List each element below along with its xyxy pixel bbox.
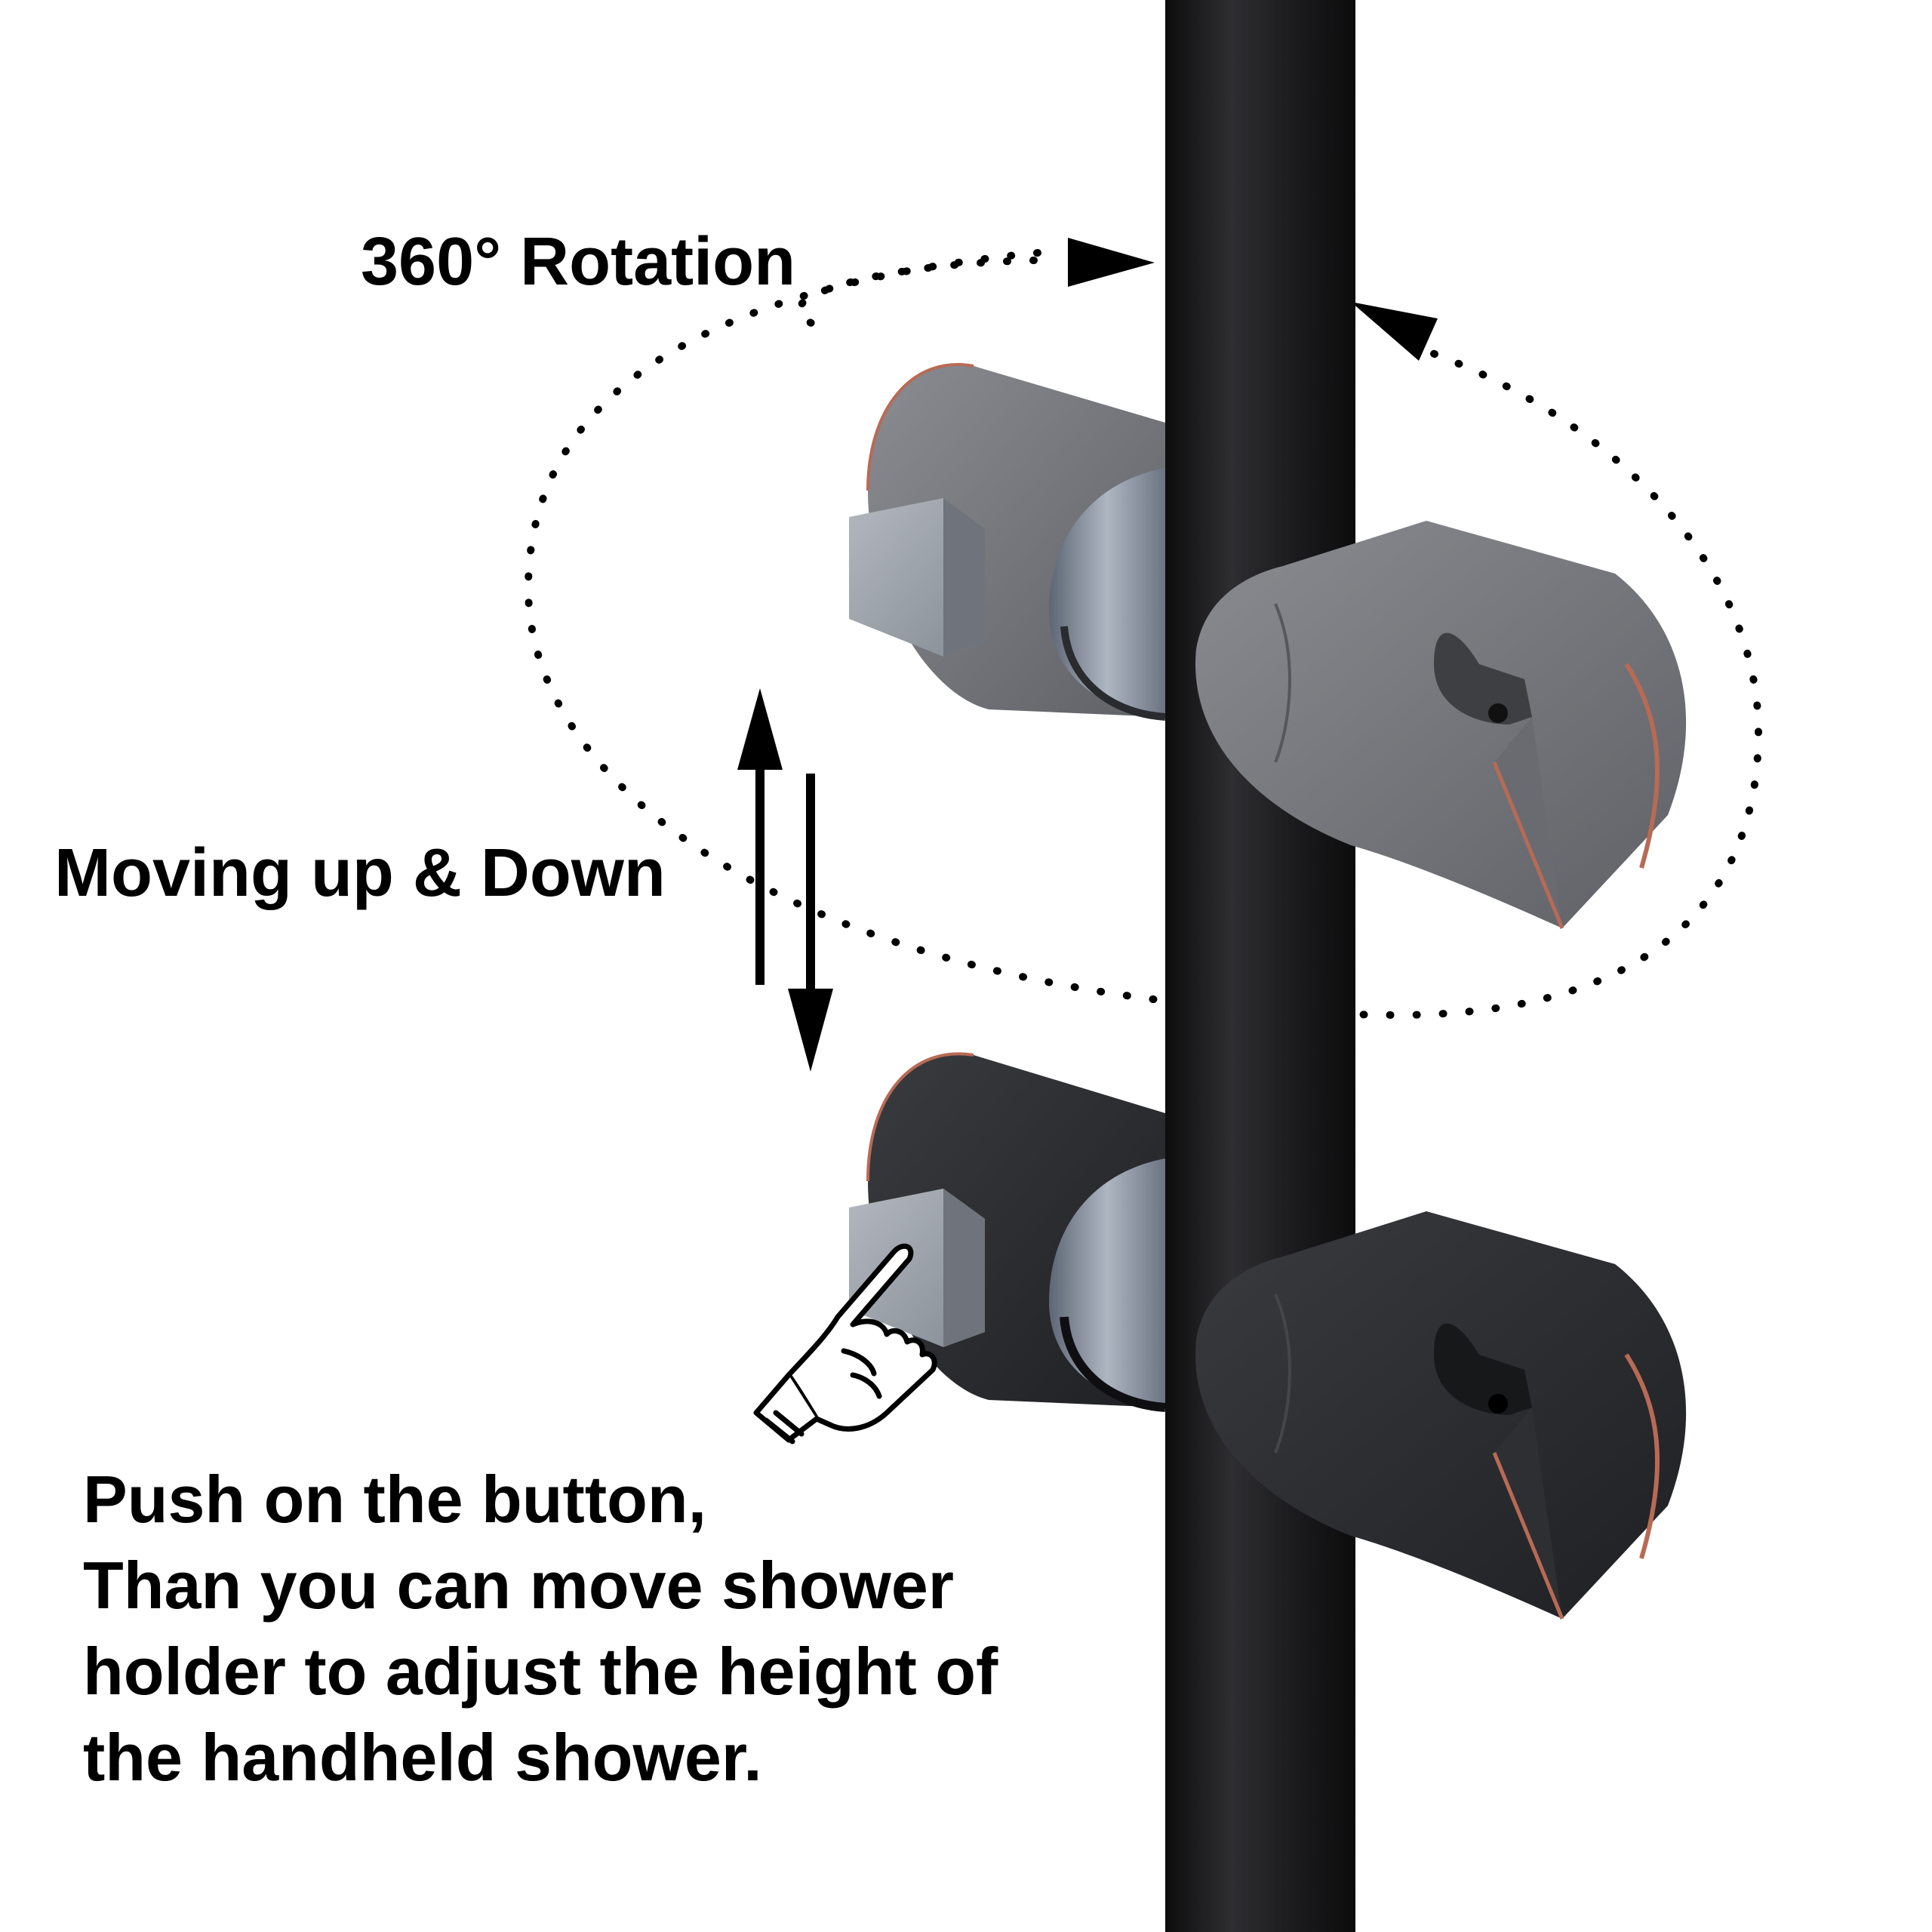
pointing-hand-icon [753, 1243, 937, 1444]
upper-shower-holder [849, 363, 1687, 929]
instruction-text: Push on the button, Than you can move sh… [83, 1457, 998, 1801]
instruction-line-4: the handheld shower. [83, 1720, 762, 1795]
dotted-rotation-arrow-icon [524, 238, 1763, 1020]
rotation-arrowhead-right [1351, 302, 1438, 361]
holder-release-button[interactable] [849, 1189, 985, 1347]
instruction-line-3: holder to adjust the height of [83, 1634, 998, 1709]
slide-bar-pole [1165, 0, 1355, 1932]
lower-shower-holder [849, 1052, 1687, 1620]
instruction-line-2: Than you can move shower [83, 1548, 955, 1623]
instruction-line-1: Push on the button, [83, 1462, 707, 1537]
moving-label: Moving up & Down [54, 835, 666, 911]
rotation-label: 360° Rotation [361, 224, 796, 300]
up-down-arrows-icon [737, 688, 833, 1072]
rotation-arrowhead-top [1068, 238, 1155, 287]
rotation-dotted-path [524, 249, 1763, 1020]
